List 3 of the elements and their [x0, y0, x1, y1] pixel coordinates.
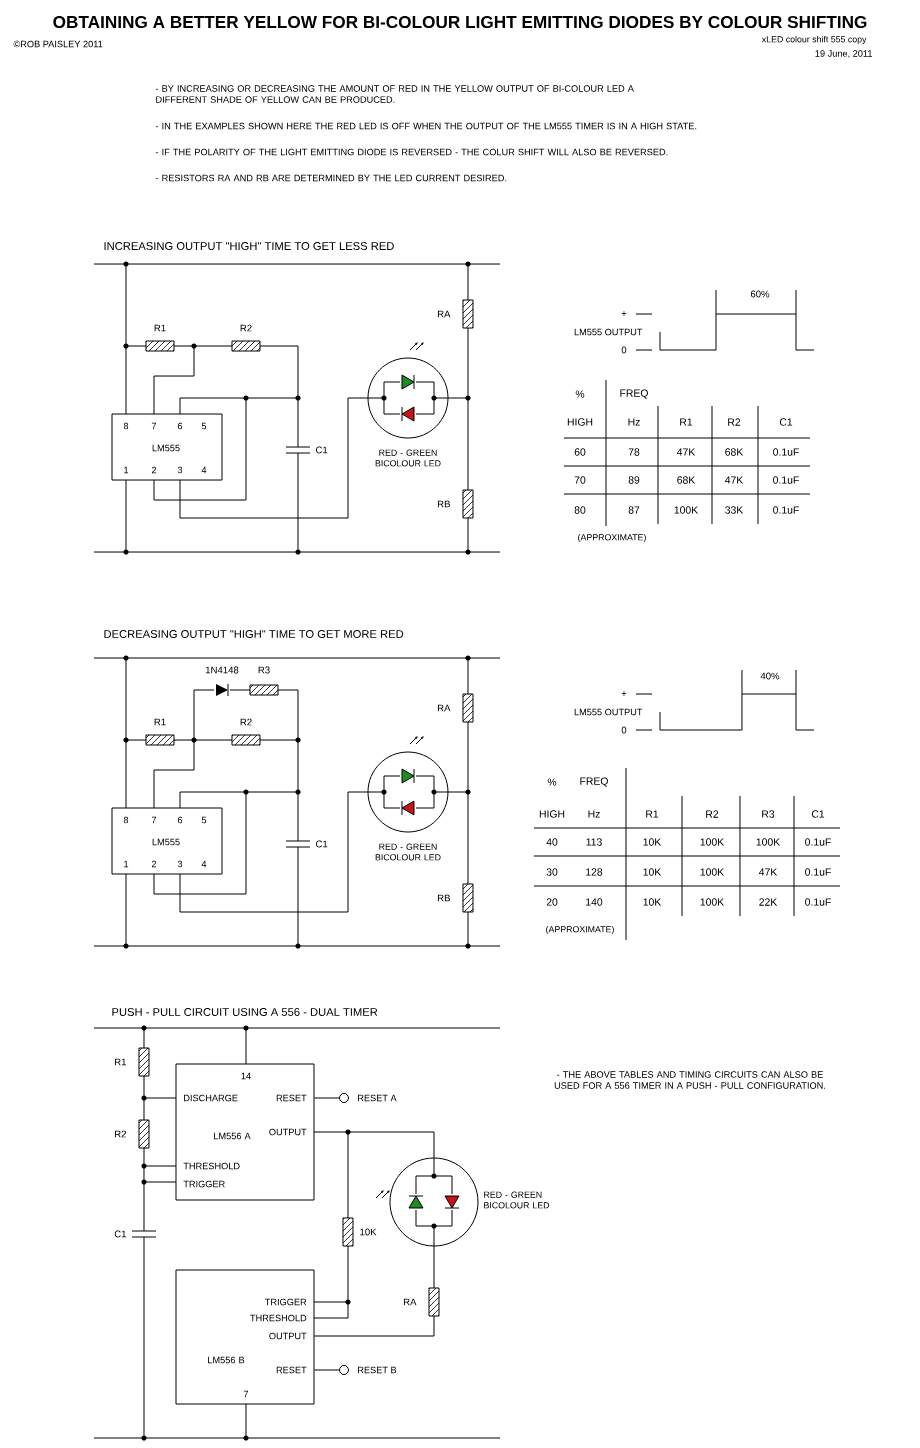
wire	[314, 1097, 340, 1099]
title: OBTAINING A BETTER YELLOW FOR BI-COLOUR LIGHT EMITTING DIODES BY COLOUR SHIFTING	[53, 15, 867, 29]
wire	[314, 1369, 340, 1371]
